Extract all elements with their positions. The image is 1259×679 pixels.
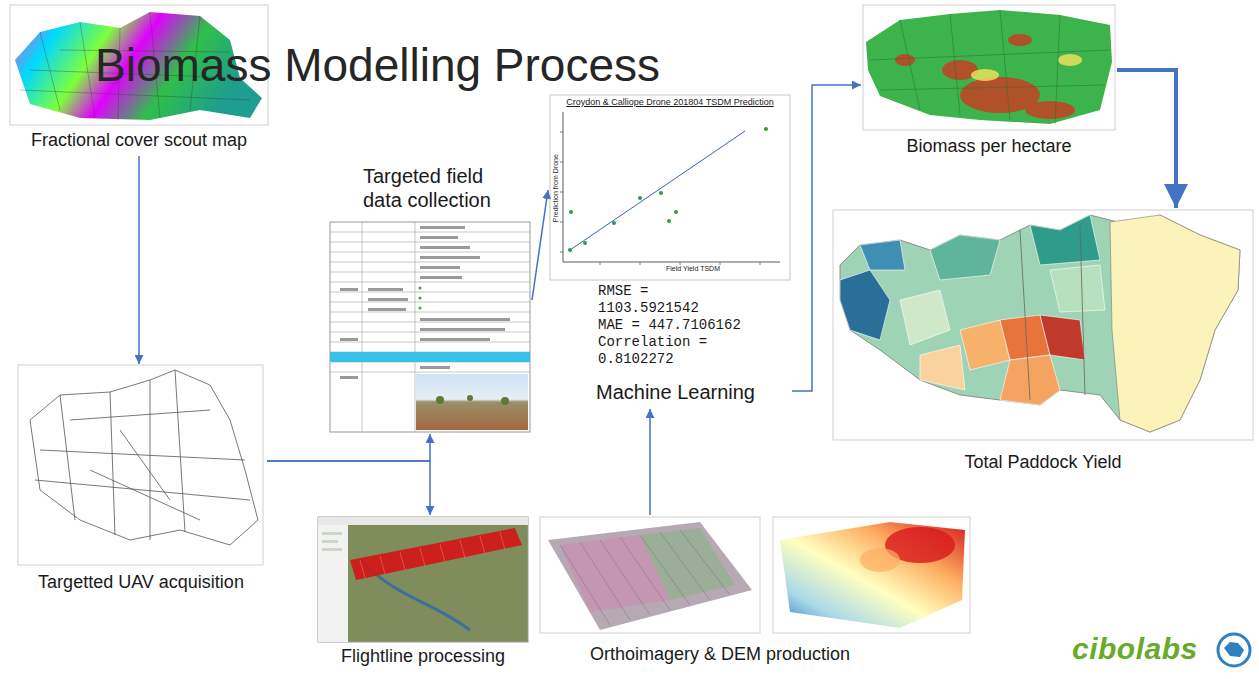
caption: Flightline processing [316,646,530,668]
axis-title: Prediction from Drone [552,133,560,243]
machine-learning-panel: Croydon & Calliope Drone 201804 TSDM Pre… [548,93,792,409]
axis-title: Field Yield TSDM [608,265,778,273]
logo-text: cibolabs [1072,632,1198,666]
flow-arrow [138,156,140,364]
biomass-map-panel: Biomass per hectare [861,3,1117,163]
caption: Orthoimagery & DEM production [538,644,902,666]
caption: Total Paddock Yield [831,452,1255,474]
orthoimagery-dem-panel: Orthoimagery & DEM production [538,515,972,670]
caption: Targetted UAV acquisition [15,572,267,594]
chart-title: Croydon & Calliope Drone 201804 TSDM Pre… [553,97,787,108]
metric-text: RMSE = 1103.5921542 [598,283,750,317]
flow-arrow [267,434,430,461]
caption: Biomass per hectare [861,136,1117,158]
paddock-yield-panel: Total Paddock Yield [831,208,1255,478]
metric-text: MAE = 447.7106162 [598,317,750,334]
diagram-title: Biomass Modelling Process [95,38,660,93]
flightline-panel: Flightline processing [316,515,530,670]
scout-map-panel: Fractional cover scout map [8,4,270,156]
uav-acquisition-panel: Targetted UAV acquisition [15,364,267,604]
flow-arrow [1117,70,1176,208]
field-data-panel: Targeted field data collection [328,160,532,434]
flow-arrow [649,409,651,515]
flow-arrow [792,85,861,391]
metric-text: Correlation = 0.8102272 [598,334,750,368]
caption: Machine Learning [596,380,782,404]
caption: Fractional cover scout map [8,130,270,152]
flow-arrow [267,461,430,515]
flow-arrow [532,190,548,300]
caption: Targeted field data collection [363,164,513,212]
